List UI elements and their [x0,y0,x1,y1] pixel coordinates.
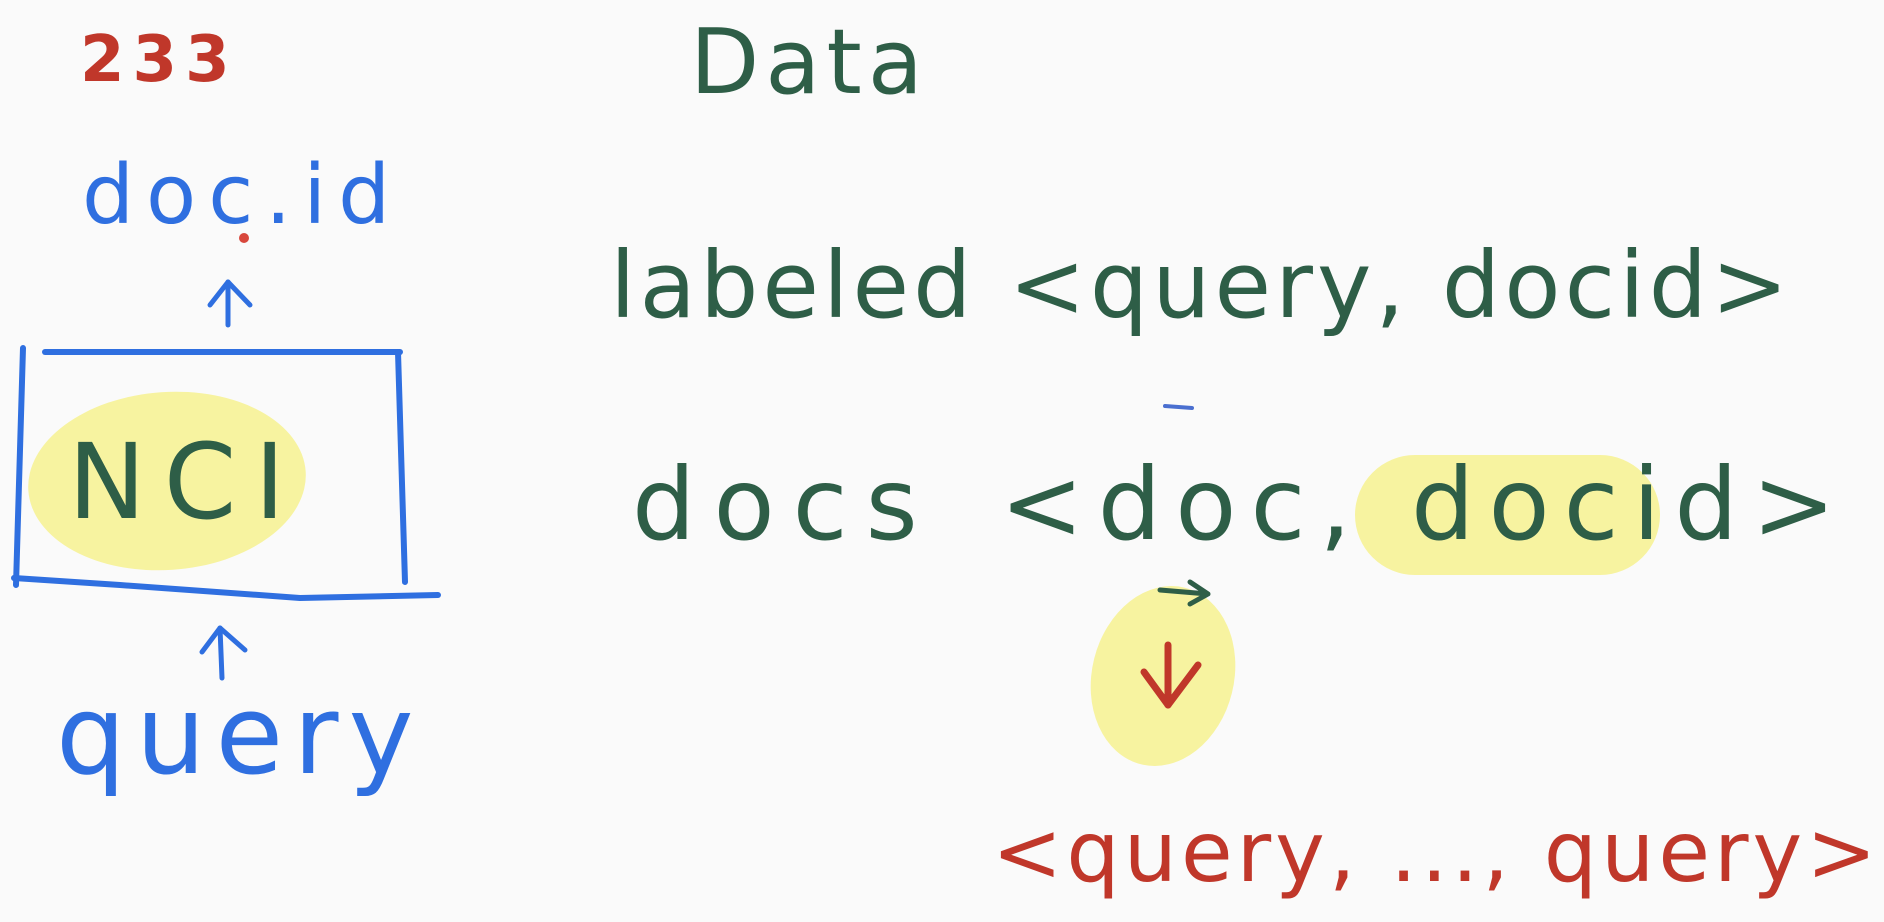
up-arrow-icon [207,279,253,328]
docs-label: docs [632,446,936,563]
small-right-arrow-mark [1157,579,1211,607]
docid-highlight [1355,455,1660,575]
up-arrow-icon [199,625,248,681]
input-label: query [56,671,424,799]
model-label: NCI [68,421,304,543]
red-dot-mark [239,233,249,243]
labeled-pairs-row: labeled <query, docid> [610,232,1793,339]
docs-pair: <doc, docid> [1000,446,1850,563]
green-dash-mark [1163,404,1194,410]
output-label: doc.id [82,148,403,243]
data-heading: Data [690,10,929,115]
generated-queries-row: <query, ..., query> [992,803,1881,901]
page-number: 233 [80,23,238,97]
down-arrow-icon [1140,641,1202,709]
model-box [11,345,441,601]
